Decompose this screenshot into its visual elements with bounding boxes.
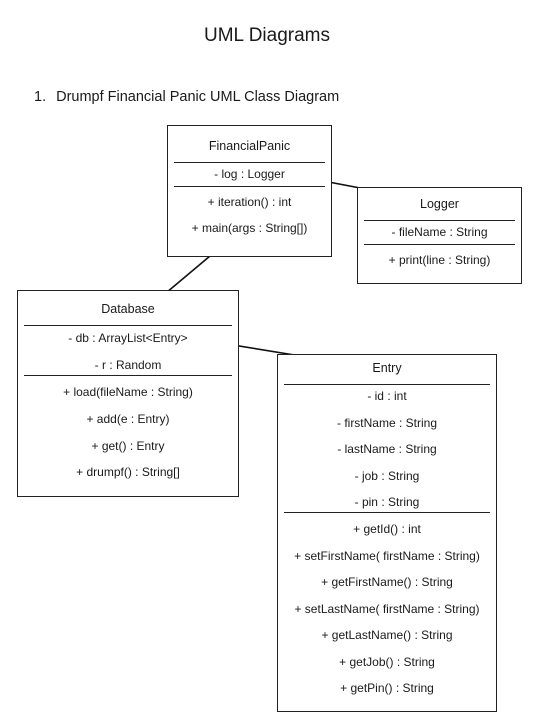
attribute-firstname: - firstName : String [336, 416, 438, 430]
class-entry: Entry - id : int - firstName : String - … [277, 354, 497, 712]
divider-financialpanic-attributes [174, 186, 325, 187]
method-get: + get() : Entry [91, 439, 165, 453]
section-number: 1. [34, 89, 47, 105]
page-title: UML Diagrams [204, 25, 330, 46]
attribute-pin: - pin : String [354, 495, 420, 509]
method-getlastname: + getLastName() : String [321, 628, 453, 642]
attribute-db: - db : ArrayList<Entry> [68, 331, 188, 345]
attribute-log: - log : Logger [214, 167, 285, 181]
method-iteration: + iteration() : int [207, 195, 292, 209]
method-add: + add(e : Entry) [86, 412, 170, 426]
method-getjob: + getJob() : String [339, 655, 435, 669]
attribute-filename: - fileName : String [391, 225, 488, 239]
attribute-id: - id : int [367, 389, 407, 403]
class-financialpanic: FinancialPanic - log : Logger + iteratio… [167, 125, 332, 257]
method-main: + main(args : String[]) [191, 221, 308, 235]
class-database: Database - db : ArrayList<Entry> - r : R… [17, 290, 239, 497]
divider-database-name [24, 325, 232, 326]
method-load: + load(fileName : String) [63, 385, 193, 399]
method-print: + print(line : String) [388, 253, 491, 267]
method-getfirstname: + getFirstName() : String [321, 575, 453, 589]
divider-logger-attributes [364, 244, 515, 245]
attribute-r: - r : Random [94, 358, 162, 372]
section-heading: 1. Drumpf Financial Panic UML Class Diagr… [34, 88, 339, 106]
section-title: Drumpf Financial Panic UML Class Diagram [56, 89, 340, 105]
divider-database-attributes [24, 375, 232, 376]
class-name-logger: Logger [420, 197, 459, 211]
class-name-database: Database [101, 302, 155, 316]
class-name-financialpanic: FinancialPanic [208, 139, 291, 153]
method-drumpf: + drumpf() : String[] [76, 465, 180, 479]
method-getpin: + getPin() : String [340, 681, 434, 695]
divider-logger-name [364, 220, 515, 221]
class-logger: Logger - fileName : String + print(line … [357, 187, 522, 284]
divider-entry-name [284, 384, 490, 385]
attribute-job: - job : String [354, 469, 420, 483]
divider-entry-attributes [284, 512, 490, 513]
attribute-lastname: - lastName : String [337, 442, 437, 456]
divider-financialpanic-name [174, 162, 325, 163]
method-setlastname: + setLastName( firstName : String) [294, 602, 480, 616]
method-getid: + getId() : int [353, 522, 421, 536]
class-name-entry: Entry [372, 361, 402, 375]
method-setfirstname: + setFirstName( firstName : String) [294, 549, 480, 563]
